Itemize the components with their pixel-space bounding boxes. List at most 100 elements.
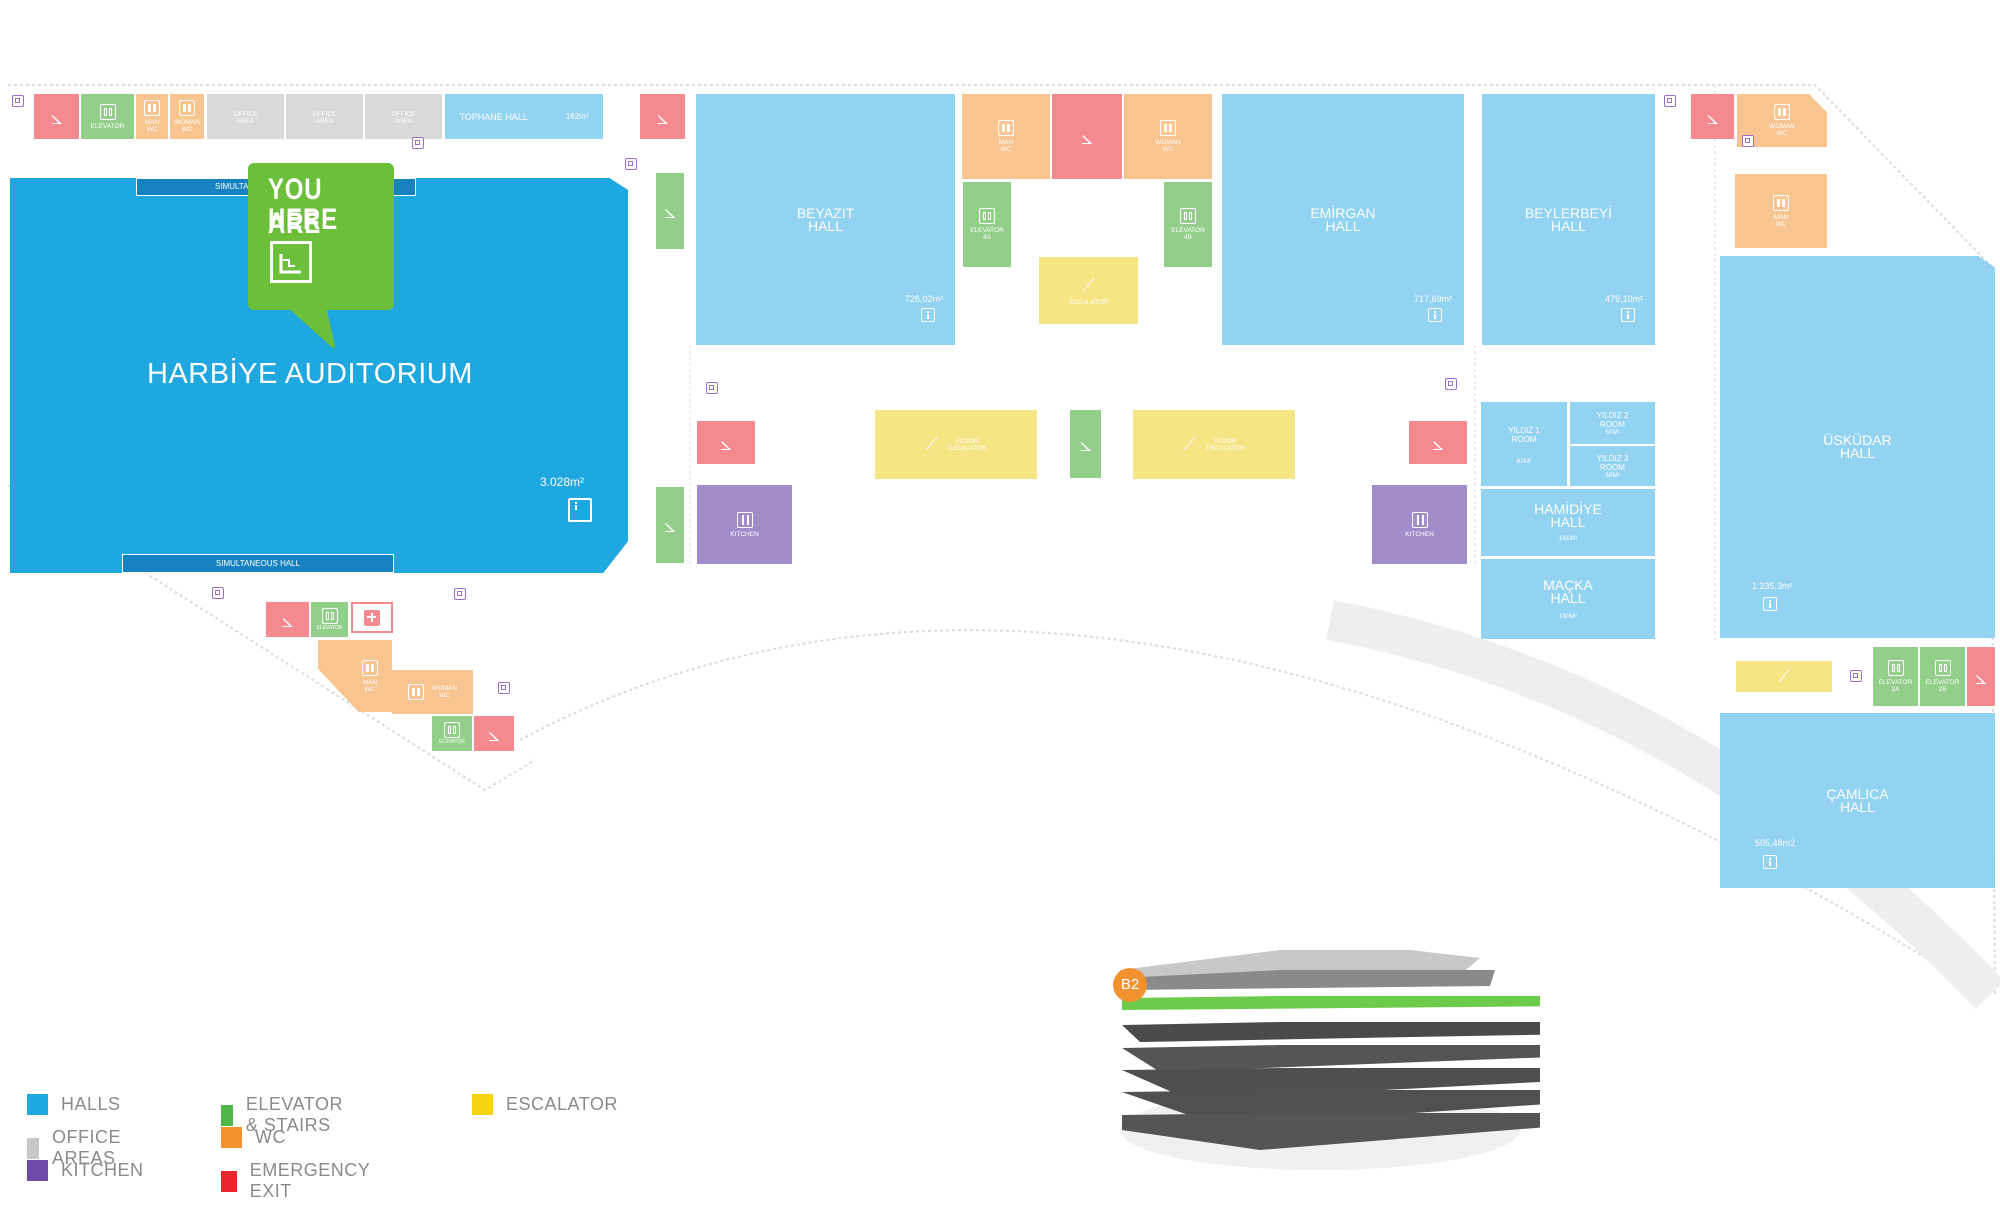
legend-swatch [27, 1094, 48, 1115]
info-icon[interactable] [1763, 855, 1777, 869]
camlica-hall[interactable]: ÇAMLICA HALL 505,48m2 [1720, 713, 1995, 888]
stairs-emergency-5[interactable]: ⦣ [697, 421, 755, 464]
woman-wc-2[interactable]: WOMAN WC [1124, 94, 1212, 179]
exit-pin-icon[interactable] [212, 587, 224, 599]
info-icon[interactable] [1621, 308, 1635, 322]
man-wc-label: MAN WC [362, 678, 378, 693]
hamidiye-hall-name: HAMİDİYE HALL [1534, 501, 1602, 530]
yildiz-1-room-area: 87m² [1516, 458, 1532, 465]
stairs-emergency-6[interactable]: ⦣ [1409, 421, 1467, 464]
kitchen-1[interactable]: KITCHEN [697, 485, 792, 564]
simultaneous-hall-top-label: SIMULTA [215, 182, 249, 191]
wc-icon [179, 100, 195, 116]
stairs-2[interactable]: ⦣ [656, 487, 684, 563]
legend-label: OFFICE AREAS [51, 1127, 121, 1168]
legend-label: WC [255, 1127, 286, 1147]
legend-kitchen: KITCHEN [27, 1160, 144, 1181]
elevator-2a[interactable]: ELEVATOR 2A [1873, 647, 1918, 706]
yildiz-1-room[interactable]: YILDIZ 1 ROOM 87m² [1481, 402, 1567, 486]
man-wc-1[interactable]: MAN WC [136, 94, 168, 139]
stairs-emergency-2[interactable]: ⦣ [640, 94, 685, 139]
woman-wc-1[interactable]: WOMAN WC [170, 94, 204, 139]
stairs-3[interactable]: ⦣ [1070, 410, 1101, 478]
beyazit-hall-area: 726,02m² [904, 294, 943, 304]
legend-office-areas: OFFICE AREAS [27, 1127, 130, 1169]
exit-pin-icon[interactable] [1664, 95, 1676, 107]
stairs-emergency-1[interactable]: ⦣ [34, 94, 79, 139]
you-are-here-marker: YOU ARE HERE [248, 163, 394, 310]
escalator-icon: ⟋ [1183, 434, 1196, 455]
escalator-1[interactable]: ⟋ESCALATOR [1039, 257, 1138, 324]
beylerbeyi-hall[interactable]: BEYLERBEYİ HALL 479,10m² [1482, 94, 1655, 345]
stairs-icon: ⦣ [656, 104, 669, 129]
floor-badge: B2 [1113, 968, 1147, 1002]
macka-hall[interactable]: MAÇKA HALL 180m² [1481, 559, 1655, 639]
stairs-1[interactable]: ⦣ [656, 173, 684, 249]
wc-icon [1773, 194, 1789, 211]
office-area-3[interactable]: OFFICE AREA [365, 94, 442, 139]
elevator-2b[interactable]: ELEVATOR 2B [1920, 647, 1965, 706]
stairs-emergency-3[interactable]: ⦣ [1052, 94, 1122, 179]
stairs-emergency-4[interactable]: ⦣ [1691, 94, 1734, 139]
legend-swatch [27, 1137, 39, 1159]
yildiz-2-room[interactable]: YILDIZ 2 ROOM 50m² [1570, 402, 1655, 444]
exit-pin-icon[interactable] [498, 682, 510, 694]
legend-swatch [221, 1170, 237, 1192]
escalator-2[interactable]: ⟋ [1736, 661, 1832, 692]
man-wc-3[interactable]: MAN WC [1735, 174, 1827, 248]
elevator-icon [1180, 208, 1196, 224]
exit-pin-icon[interactable] [1445, 378, 1457, 390]
exit-pin-icon[interactable] [1742, 135, 1754, 147]
yildiz-3-room[interactable]: YILDIZ 3 ROOM 38m² [1570, 446, 1655, 486]
yildiz-3-room-area: 38m² [1605, 471, 1620, 479]
exit-pin-icon[interactable] [706, 382, 718, 394]
stairs-icon: ⦣ [664, 513, 676, 537]
elevator-4[interactable]: ELEVATOR [432, 716, 472, 751]
elevator-4b-label: ELEVATOR 4B [1171, 227, 1205, 241]
elevator-4a[interactable]: ELEVATOR 4A [963, 182, 1011, 267]
stairs-emergency-9[interactable]: ⦣ [474, 716, 514, 751]
floor-escalator-2[interactable]: ⟋FLOOR ESCALATOR [1133, 410, 1295, 479]
info-icon[interactable] [1763, 597, 1777, 611]
stairs-emergency-8[interactable]: ⦣ [266, 602, 309, 637]
stairs-emergency-7[interactable]: ⦣ [1967, 647, 1995, 706]
beyazit-hall-name: BEYAZIT HALL [796, 204, 855, 234]
elevator-4b[interactable]: ELEVATOR 4B [1164, 182, 1212, 267]
man-wc-label: MAN WC [1773, 213, 1789, 228]
escalator-label: ESCALATOR [1069, 299, 1108, 306]
simultaneous-hall-bottom[interactable]: SIMULTANEOUS HALL [122, 554, 394, 573]
legend-swatch [27, 1160, 48, 1181]
yildiz-2-room-area: 50m² [1605, 428, 1620, 436]
info-icon[interactable] [921, 308, 935, 322]
exit-pin-icon[interactable] [625, 158, 637, 170]
info-icon[interactable] [1428, 308, 1442, 322]
man-wc-2[interactable]: MAN WC [962, 94, 1050, 179]
legend-label: ESCALATOR [506, 1094, 618, 1114]
man-wc-label: MAN WC [998, 139, 1014, 153]
exit-pin-icon[interactable] [454, 588, 466, 600]
beyazit-hall[interactable]: BEYAZIT HALL 726,02m² [696, 94, 955, 345]
uskudar-hall[interactable]: ÜSKÜDAR HALL 1.235,3m² [1720, 256, 1995, 638]
exit-pin-icon[interactable] [412, 137, 424, 149]
legend-label: EMERGENCY EXIT [249, 1160, 370, 1201]
kitchen-2[interactable]: KITCHEN [1372, 485, 1467, 564]
exit-pin-icon[interactable] [12, 95, 24, 107]
info-icon[interactable] [568, 498, 592, 522]
uskudar-hall-area: 1.235,3m² [1752, 581, 1793, 591]
legend-label: HALLS [61, 1094, 121, 1114]
floor-escalator-1[interactable]: ⟋FLOOR ESCALATOR [875, 410, 1037, 479]
emirgan-hall[interactable]: EMİRGAN HALL 717,69m² [1222, 94, 1464, 345]
exit-pin-icon[interactable] [1850, 670, 1862, 682]
elevator-3[interactable]: ELEVATOR [311, 602, 348, 637]
woman-wc-4[interactable]: WOMAN WC [392, 670, 473, 714]
tophane-hall[interactable]: TOPHANE HALL 162m² [445, 94, 603, 139]
office-area-1[interactable]: OFFICE AREA [207, 94, 284, 139]
elevator-1[interactable]: ELEVATOR [81, 94, 134, 139]
elevator-2b-label: ELEVATOR 2B [1925, 679, 1960, 693]
office-area-2[interactable]: OFFICE AREA [286, 94, 363, 139]
first-aid[interactable] [351, 602, 393, 633]
camlica-hall-name: ÇAMLICA HALL [1826, 785, 1889, 815]
hamidiye-hall[interactable]: HAMİDİYE HALL 161m² [1481, 489, 1655, 556]
yildiz-3-room-name: YILDIZ 3 ROOM [1596, 453, 1629, 472]
